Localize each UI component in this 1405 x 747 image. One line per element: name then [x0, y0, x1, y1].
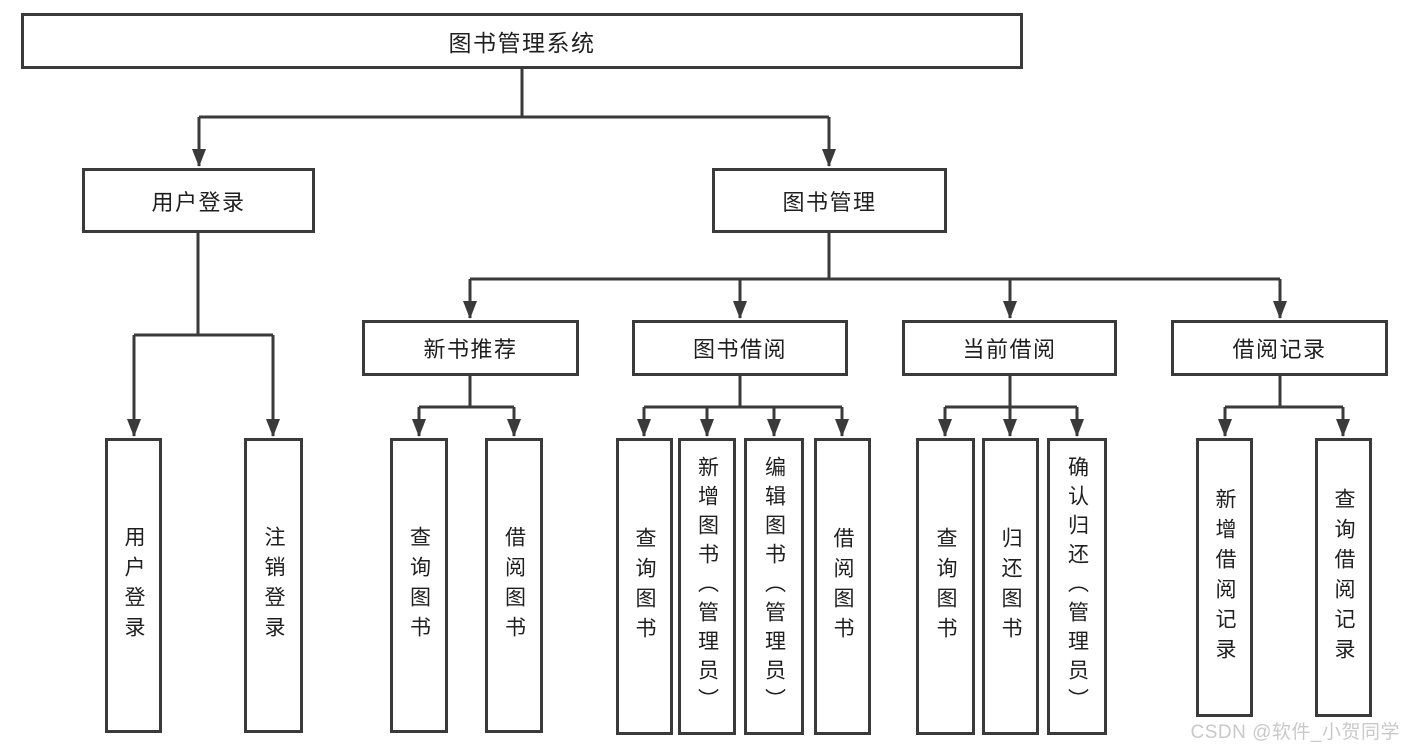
- leaf-query-books: 查询图书: [616, 438, 673, 735]
- node-label: 新增借阅记录: [1213, 487, 1236, 668]
- leaf-confirm-return-admin: 确认归还（管理员）: [1047, 438, 1107, 735]
- node-label: 图书管理: [782, 189, 877, 215]
- node-label: 当前借阅: [962, 337, 1057, 362]
- node-label: 查询图书: [407, 525, 431, 646]
- node-label: 确认归还（管理员）: [1065, 456, 1089, 717]
- watermark: CSDN @软件_小贺同学: [1190, 722, 1400, 743]
- node-label: 借阅图书: [831, 526, 854, 647]
- node-label: 用户登录: [151, 189, 246, 215]
- leaf-add-books-admin: 新增图书（管理员）: [678, 438, 736, 735]
- leaf-query-books: 查询图书: [390, 438, 448, 733]
- node-user-login: 用户登录: [82, 168, 315, 233]
- node-new-book-recommend: 新书推荐: [362, 320, 579, 376]
- leaf-borrow-books: 借阅图书: [485, 438, 543, 733]
- node-label: 查询图书: [934, 526, 957, 647]
- node-borrowing-records: 借阅记录: [1171, 320, 1388, 376]
- node-label: 新增图书（管理员）: [695, 456, 719, 717]
- node-book-borrowing: 图书借阅: [632, 320, 848, 376]
- leaf-logout: 注销登录: [244, 438, 303, 733]
- leaf-borrow-books: 借阅图书: [814, 438, 871, 735]
- node-label: 新书推荐: [423, 337, 518, 362]
- node-label: 图书管理系统: [448, 30, 596, 56]
- node-label: 图书借阅: [692, 337, 787, 362]
- node-label: 查询图书: [633, 526, 656, 647]
- node-root: 图书管理系统: [21, 13, 1023, 69]
- node-label: 借阅图书: [502, 525, 526, 646]
- node-book-management: 图书管理: [712, 168, 947, 233]
- leaf-return-books: 归还图书: [982, 438, 1039, 735]
- leaf-edit-books-admin: 编辑图书（管理员）: [744, 438, 804, 735]
- node-label: 用户登录: [122, 525, 145, 646]
- node-label: 查询借阅记录: [1332, 487, 1355, 668]
- leaf-query-books: 查询图书: [916, 438, 975, 735]
- node-current-borrowing: 当前借阅: [902, 320, 1117, 376]
- leaf-query-borrow-record: 查询借阅记录: [1315, 438, 1372, 717]
- node-label: 借阅记录: [1232, 337, 1327, 362]
- node-label: 归还图书: [999, 526, 1022, 647]
- node-label: 注销登录: [262, 525, 285, 646]
- node-label: 编辑图书（管理员）: [762, 456, 786, 717]
- leaf-add-borrow-record: 新增借阅记录: [1196, 438, 1253, 717]
- leaf-user-login: 用户登录: [105, 438, 162, 733]
